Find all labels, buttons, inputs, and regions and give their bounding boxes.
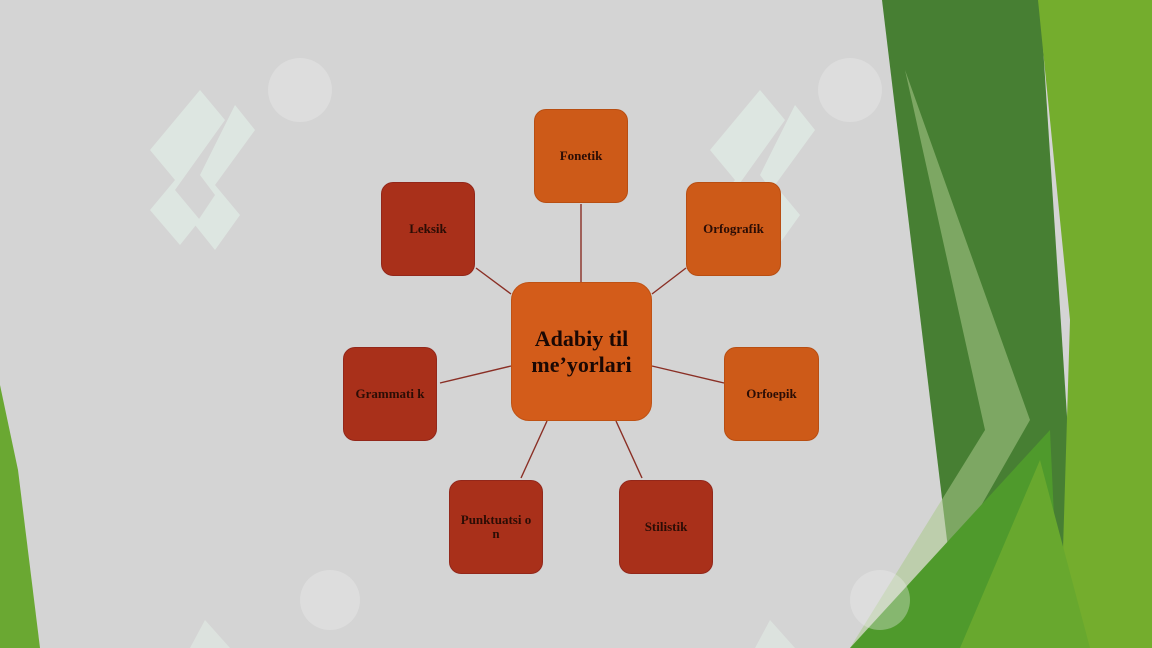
node-leksik-label: Leksik bbox=[409, 221, 447, 236]
right-light-overlay bbox=[850, 70, 1030, 648]
connector-leksik bbox=[475, 267, 512, 295]
connector-grammatik bbox=[439, 365, 512, 384]
node-stilistik-label: Stilistik bbox=[644, 519, 688, 534]
node-orfografik-label: Orfografik bbox=[703, 221, 764, 236]
node-grammatik[interactable]: Grammati k bbox=[343, 347, 437, 441]
node-stilistik[interactable]: Stilistik bbox=[619, 480, 713, 574]
node-leksik[interactable]: Leksik bbox=[381, 182, 475, 276]
node-grammatik-label: Grammati k bbox=[355, 386, 425, 401]
center-node[interactable]: Adabiy til me’yorlari bbox=[511, 282, 652, 421]
left-green-sliver bbox=[0, 385, 40, 648]
center-node-label: Adabiy til me’yorlari bbox=[531, 325, 632, 377]
connector-orfografik bbox=[651, 267, 687, 295]
node-orfoepik-label: Orfoepik bbox=[746, 386, 797, 401]
connector-orfoepik bbox=[651, 365, 725, 384]
connector-stilistik bbox=[615, 420, 643, 479]
bottom-mid-green bbox=[960, 460, 1090, 648]
node-punktuatsion-label: Punktuatsi on bbox=[460, 512, 532, 541]
node-fonetik[interactable]: Fonetik bbox=[534, 109, 628, 203]
node-punktuatsion[interactable]: Punktuatsi on bbox=[449, 480, 543, 574]
node-orfoepik[interactable]: Orfoepik bbox=[724, 347, 819, 441]
right-light-green-band bbox=[1038, 0, 1152, 648]
node-orfografik[interactable]: Orfografik bbox=[686, 182, 781, 276]
node-fonetik-label: Fonetik bbox=[559, 148, 603, 163]
connector-punktuatsion bbox=[520, 420, 548, 479]
